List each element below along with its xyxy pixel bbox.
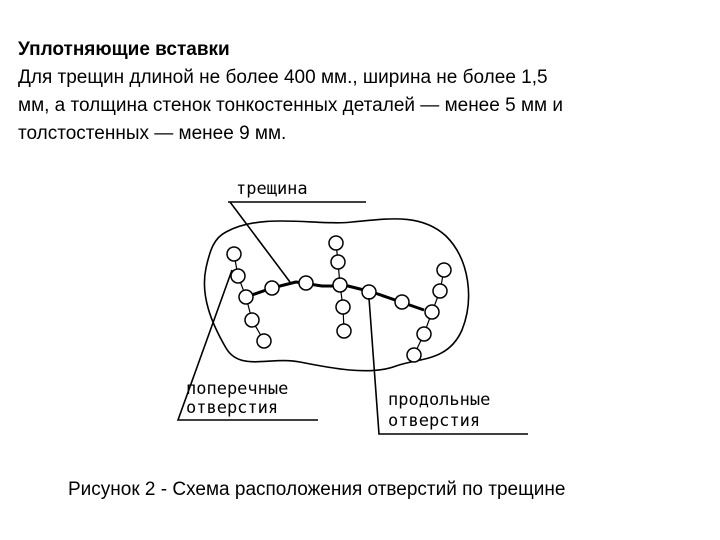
holes (226, 235, 452, 363)
hole (264, 280, 280, 296)
label-longitudinal-line2: отверстия (388, 411, 480, 431)
hole (424, 304, 440, 320)
hole (328, 235, 344, 251)
label-transverse-line1: поперечные (186, 379, 288, 399)
hole (436, 262, 452, 278)
leader-longitudinal (368, 297, 528, 435)
paragraph-line: Для трещин длиной не более 400 мм., шири… (18, 67, 548, 88)
hole (332, 277, 348, 293)
hole (226, 246, 242, 262)
label-transverse-line2: отверстия (186, 398, 278, 418)
hole (406, 347, 422, 363)
leader-transverse (176, 269, 318, 421)
label-crack: трещина (236, 179, 308, 199)
hole (335, 299, 351, 315)
paragraph-line: мм, а толщина стенок тонкостенных детале… (18, 95, 563, 116)
hole (238, 289, 254, 305)
body-paragraph: Для трещин длиной не более 400 мм., шири… (18, 64, 718, 148)
label-longitudinal-line1: продольные (388, 390, 490, 410)
section-heading: Уплотняющие вставки (18, 39, 230, 60)
leader-crack (229, 201, 291, 283)
hole (336, 323, 352, 339)
part-outline (203, 218, 470, 372)
hole (361, 284, 377, 300)
hole (330, 254, 346, 270)
hole (416, 326, 432, 342)
hole (394, 294, 410, 310)
hole (298, 275, 314, 291)
paragraph-line: толстостенных — менее 9 мм. (18, 123, 287, 144)
hole (244, 312, 260, 328)
figure-caption: Рисунок 2 - Схема расположения отверстий… (68, 479, 566, 500)
hole (256, 333, 272, 349)
hole (230, 268, 246, 284)
crack-holes-diagram: трещина поперечные отверстия продольные … (176, 179, 528, 435)
hole (432, 283, 448, 299)
